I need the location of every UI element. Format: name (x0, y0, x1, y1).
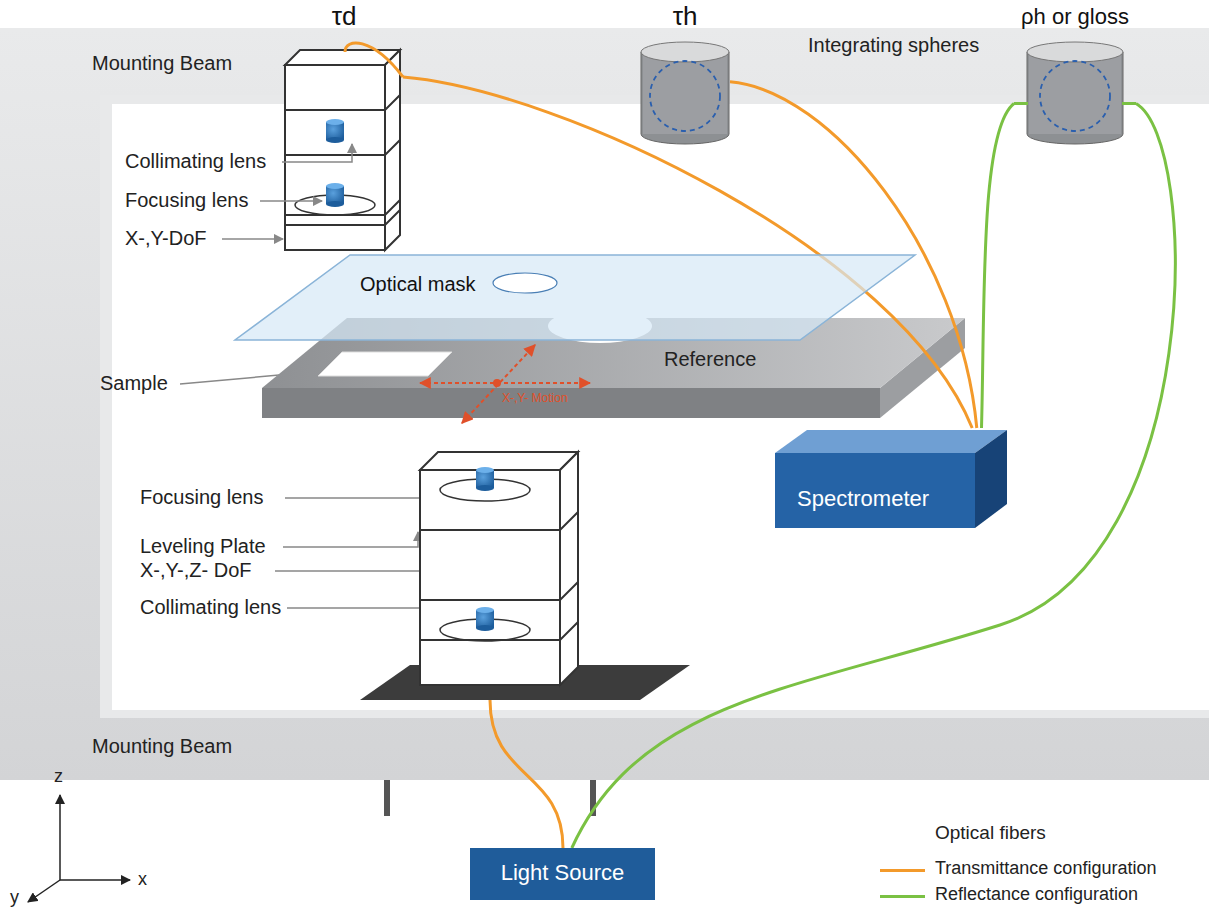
upper-head (285, 95, 400, 225)
node-text: Optical mask (360, 273, 476, 296)
upper-head (385, 50, 400, 250)
spectrometer-box: Spectrometer (775, 428, 1007, 528)
frame-legs (384, 780, 596, 816)
legend-text: Reflectance configuration (935, 884, 1138, 905)
leader-lines (283, 532, 418, 547)
sphere-top (1027, 42, 1123, 62)
sphere-inner (1040, 61, 1110, 131)
axis-label: y (10, 887, 19, 908)
part-label: X-,Y-DoF (125, 227, 207, 250)
part-label: Focusing lens (140, 486, 263, 509)
lower-head (360, 452, 690, 700)
part-label: Leveling Plate (140, 535, 266, 558)
optical-mask: Optical mask (235, 255, 915, 340)
part-label: Integrating spheres (808, 34, 979, 57)
lower-head (420, 512, 578, 640)
frame-legs (384, 780, 390, 816)
node-text: ρh or gloss (1014, 4, 1136, 29)
lower-head (476, 625, 494, 631)
sphere-top (641, 42, 729, 62)
fiber-stub (1014, 102, 1136, 105)
lower-fiber-stub (490, 700, 563, 848)
legend-line-sample (880, 895, 925, 898)
beam-label: Mounting Beam (92, 735, 232, 758)
lower-head (476, 485, 494, 491)
legend-line-sample (880, 869, 925, 872)
lower-head (476, 607, 494, 613)
upper-lenses (326, 201, 344, 207)
light-source-box: Light Source (470, 848, 655, 900)
leader-lines (222, 238, 283, 240)
motion-label: X-,Y- Motion (502, 392, 568, 406)
upper-lenses (326, 183, 344, 189)
leader-lines (275, 548, 430, 571)
lower-head (420, 452, 578, 470)
upper-fiber-stub (345, 43, 403, 77)
sample-stage (262, 388, 880, 418)
upper-fiber-stub (345, 43, 403, 77)
legend-title: Optical fibers (935, 822, 1046, 844)
optical-head: τd (285, 2, 403, 252)
legend-text: Transmittance configuration (935, 858, 1156, 879)
optical-fiber (982, 104, 1015, 429)
upper-head (285, 65, 385, 250)
integrating-sphere: τh (640, 2, 730, 147)
sample-stage (318, 352, 452, 376)
part-label: Reference (664, 348, 756, 371)
spectrometer-box-shape (775, 428, 1007, 528)
upper-head (285, 50, 400, 250)
part-label: Sample (100, 372, 168, 395)
box-top (775, 430, 1007, 453)
integrating-sphere: ρh or gloss (1014, 2, 1136, 147)
lower-fiber-stub (490, 700, 563, 848)
node-text: Spectrometer (797, 486, 929, 511)
sphere-body (641, 52, 729, 144)
motion-arrows (462, 345, 535, 423)
box-front (775, 453, 975, 528)
node-text: τd (285, 2, 403, 32)
mask-plane (235, 255, 915, 340)
part-label: Focusing lens (125, 189, 248, 212)
box-side (975, 430, 1007, 528)
motion-arrows (420, 382, 590, 384)
axes (59, 795, 61, 880)
lower-head (560, 452, 578, 685)
sphere-body (1027, 52, 1123, 144)
part-label: Collimating lens (140, 596, 281, 619)
axis-label: x (138, 869, 147, 890)
optical-mask-shape (235, 255, 915, 340)
sphere-shade (1029, 52, 1121, 134)
motion-arrows (493, 379, 501, 387)
beam-label: Mounting Beam (92, 52, 232, 75)
node-text: Light Source (470, 860, 655, 885)
leader-lines (260, 200, 322, 202)
part-label: X-,Y-,Z- DoF (140, 559, 252, 582)
motion-arrows (420, 345, 590, 423)
upper-lenses (326, 137, 344, 143)
part-label: Collimating lens (125, 150, 266, 173)
mounting-frame (0, 28, 1209, 780)
upper-head (285, 50, 400, 65)
axes (60, 879, 130, 881)
axis-label: z (54, 766, 63, 787)
leader-lines (282, 144, 352, 162)
lower-head (420, 470, 560, 685)
axes (28, 795, 130, 902)
mounting-frame (100, 95, 1209, 718)
sphere-inner (650, 61, 720, 131)
sphere-shade (643, 52, 727, 134)
upper-lenses (326, 119, 344, 125)
axes (28, 880, 60, 902)
lower-head (420, 452, 578, 685)
node-text: τh (640, 2, 730, 32)
optical-fiber (572, 104, 1175, 849)
lower-head (476, 467, 494, 473)
mounting-frame (112, 104, 1209, 710)
mask-aperture (493, 273, 557, 293)
mounting-frame (0, 28, 1209, 780)
box-fill (470, 848, 655, 900)
